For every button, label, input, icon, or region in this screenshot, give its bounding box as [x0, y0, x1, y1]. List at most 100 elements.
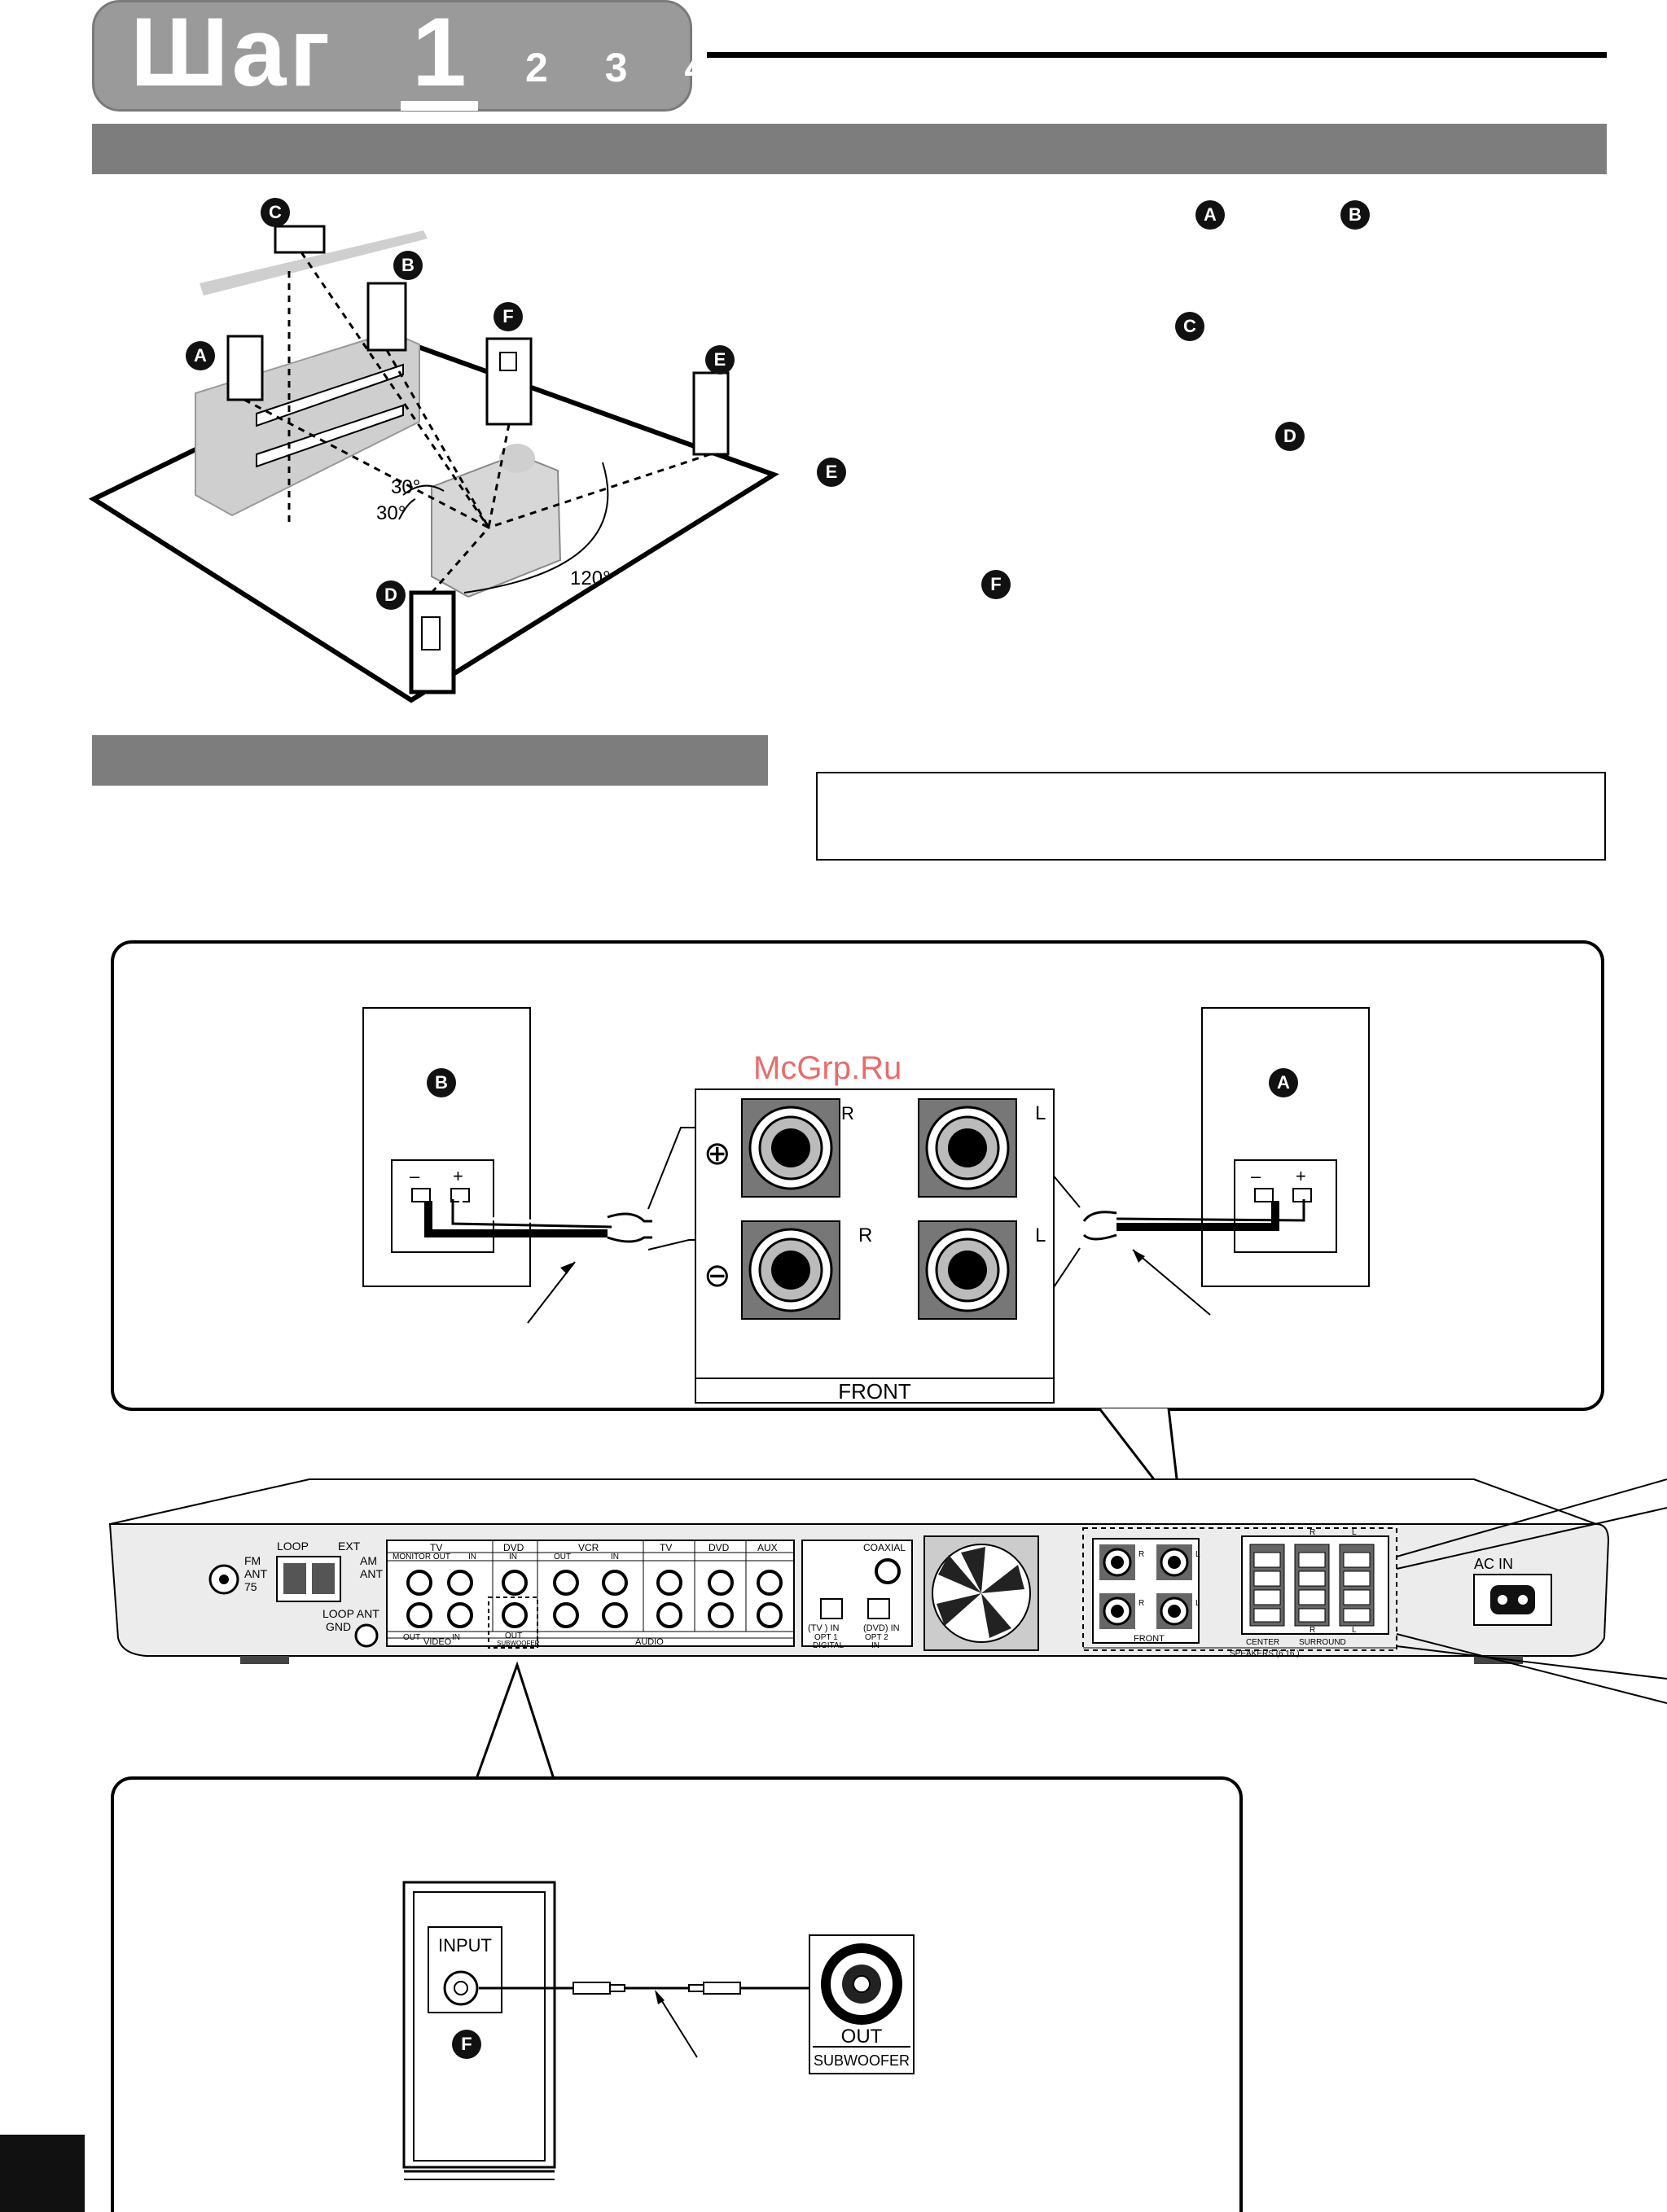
- badge-f-panel: F: [452, 2030, 481, 2059]
- vcr-out-label: OUT: [554, 1553, 571, 1562]
- angle-label-front2: 30°: [376, 502, 406, 524]
- angle-label-surround: 120°: [570, 567, 611, 589]
- recv-surround-r-top: R: [1309, 1528, 1315, 1537]
- recv-front-label: FRONT: [1134, 1634, 1165, 1644]
- recv-front-l-top: L: [1195, 1550, 1200, 1559]
- subwoofer-rear-panel: [402, 1881, 556, 2169]
- receiver-top: [109, 1478, 1597, 1525]
- subwoofer-input-label: INPUT: [438, 1935, 492, 1956]
- note-box: [816, 772, 1606, 861]
- dvd-label: DVD: [503, 1542, 524, 1553]
- listener-head: [499, 444, 535, 473]
- minus-symbol: ⊖: [704, 1258, 731, 1294]
- fm-ant-label: ANT: [244, 1567, 267, 1580]
- surround-speaker-d-logo: [421, 616, 441, 650]
- tv-in-digital-label: (TV ) IN: [808, 1623, 840, 1633]
- label-r-small: R: [841, 1103, 854, 1124]
- recv-surround-l-bottom: L: [1352, 1626, 1357, 1635]
- aux-label: AUX: [757, 1542, 778, 1553]
- angle-arc-30b: [398, 498, 416, 520]
- step-tab: [92, 0, 692, 112]
- tv-label: TV: [430, 1542, 442, 1553]
- front-terminal-label: FRONT: [838, 1379, 911, 1404]
- audio-group-label: AUDIO: [635, 1637, 664, 1647]
- receiver-front-terminals: [1099, 1544, 1192, 1629]
- speaker-placement-diagram: 30° 30° 120°: [88, 225, 779, 703]
- terminal-r-minus: [741, 1220, 840, 1320]
- speaker-b-minus: –: [410, 1166, 420, 1186]
- recv-surround-l-top: L: [1352, 1528, 1357, 1537]
- badge-f-diagram: F: [494, 302, 523, 331]
- angle-label-front: 30°: [391, 476, 420, 498]
- loop-label: LOOP: [277, 1540, 309, 1553]
- ac-in-label: AC IN: [1474, 1556, 1513, 1572]
- opt1-jack: [820, 1598, 843, 1619]
- recv-surround-label: SURROUND: [1299, 1638, 1346, 1647]
- recv-speakers-label: SPEAKERS (6 16 ): [1230, 1649, 1300, 1658]
- digital-label: DIGITAL: [813, 1641, 844, 1650]
- top-shelf: [200, 230, 428, 296]
- coaxial-jack: [875, 1558, 901, 1584]
- dvd-player-2: [256, 404, 404, 468]
- section-bar-connection: [92, 735, 768, 786]
- subwoofer-callout: [111, 1776, 1243, 2212]
- vcr-video-out-label: OUT: [403, 1633, 420, 1642]
- badge-f-text: F: [981, 570, 1011, 599]
- receiver-back-panel: FM ANT 75 LOOP EXT AM ANT LOOP ANT GND T…: [108, 1478, 1667, 1704]
- monitor-out-label: MONITOR OUT: [393, 1553, 450, 1562]
- am-ant-label: ANT: [360, 1567, 383, 1580]
- badge-a-text: A: [1195, 200, 1225, 230]
- rca-jacks-bottom: [406, 1602, 783, 1628]
- badge-e-text: E: [817, 458, 846, 487]
- vcr-in-label: IN: [611, 1553, 619, 1562]
- ext-label: EXT: [338, 1540, 361, 1553]
- receiver-out-label: OUT: [841, 2026, 883, 2048]
- dvd-audio-label: DVD: [708, 1542, 730, 1553]
- center-speaker: [274, 225, 326, 254]
- badge-d-text: D: [1275, 422, 1305, 451]
- speaker-a-minus: –: [1251, 1166, 1261, 1186]
- tv-in-label: IN: [468, 1553, 476, 1562]
- label-r: R: [858, 1224, 872, 1246]
- vcr-video-in-label: IN: [452, 1633, 460, 1642]
- front-speaker-b: [366, 282, 407, 352]
- badge-c-text: C: [1175, 312, 1204, 341]
- gnd-screw: [354, 1623, 379, 1648]
- subwoofer-wiring-diagram: INPUT OUT SUBWOOFER: [402, 1881, 915, 2180]
- watermark-text: McGrp.Ru: [753, 1050, 902, 1086]
- digital-in-label: IN: [871, 1641, 880, 1650]
- speaker-a-terminal-plate: [1234, 1159, 1337, 1253]
- subwoofer-logo: [499, 352, 517, 371]
- step-current-number: 1: [401, 3, 478, 111]
- receiver-subwoofer-label: SUBWOOFER: [814, 2052, 910, 2069]
- surround-speaker-e: [692, 371, 730, 456]
- badge-a-diagram: A: [186, 341, 215, 370]
- am-label: AM: [360, 1554, 377, 1567]
- sub-out-label: OUT: [505, 1632, 522, 1640]
- plus-symbol: ⊕: [704, 1136, 731, 1172]
- speaker-terminals-highlight: [1082, 1527, 1397, 1651]
- vcr-label: VCR: [578, 1542, 599, 1553]
- front-speaker-a: [226, 335, 264, 401]
- gnd-label: GND: [326, 1620, 351, 1633]
- opt1-label: OPT 1: [814, 1633, 838, 1642]
- coaxial-label: COAXIAL: [863, 1542, 906, 1553]
- rca-jacks-top: [406, 1570, 783, 1596]
- subwoofer-speaker: [485, 337, 533, 426]
- surround-speaker-d: [409, 590, 456, 694]
- speaker-b-plus: +: [453, 1166, 463, 1186]
- fm-label: FM: [244, 1554, 261, 1567]
- recv-front-r-bottom: R: [1138, 1599, 1144, 1608]
- sub-out-subwoofer-label: SUBWOOFER: [497, 1640, 540, 1647]
- fm-ohm-label: 75: [244, 1580, 257, 1593]
- recv-front-l-bottom: L: [1195, 1599, 1200, 1608]
- speaker-a-plus: +: [1296, 1166, 1306, 1186]
- dvd-in-label: IN: [509, 1553, 517, 1562]
- front-speaker-wiring-diagram: – + – + FRONT: [362, 1007, 1370, 1404]
- badge-c-diagram: C: [261, 198, 290, 227]
- recv-surround-r-bottom: R: [1309, 1626, 1315, 1635]
- terminal-l-plus: [918, 1098, 1017, 1198]
- recv-front-r-top: R: [1138, 1550, 1144, 1559]
- opt2-jack: [867, 1598, 890, 1619]
- dvd-in-digital-label: (DVD) IN: [863, 1623, 900, 1633]
